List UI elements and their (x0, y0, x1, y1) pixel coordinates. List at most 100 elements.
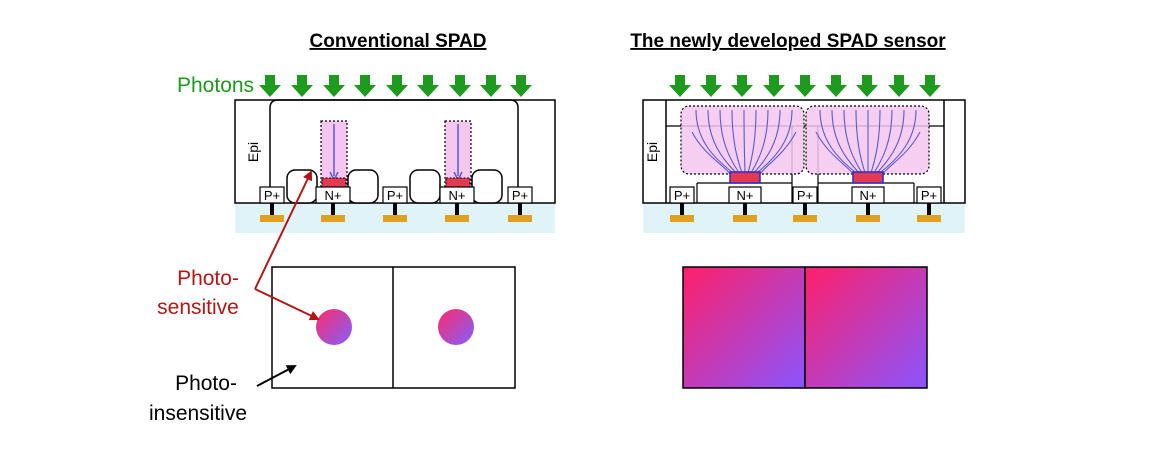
photon-arrow-icon (386, 75, 408, 97)
contact-post (455, 203, 459, 216)
photon-arrows-new (669, 75, 941, 97)
field-line (880, 109, 917, 173)
sensitive-arrow-to-column (254, 170, 313, 290)
p-plus-contact: P+ (921, 188, 937, 203)
photosensitive-dot-1 (316, 309, 352, 345)
epi-label: Epi (245, 142, 261, 162)
contact-post (270, 203, 274, 216)
field-line (855, 109, 866, 173)
n-plus-contact: N+ (325, 188, 342, 203)
photon-arrow-icon (763, 75, 785, 97)
field-line (815, 131, 854, 175)
contact-post (680, 203, 684, 216)
photosensitive-pixel-1 (682, 266, 806, 389)
photon-arrow-icon (449, 75, 471, 97)
field-line (719, 109, 739, 173)
sensitive-arrow-to-dot (254, 288, 320, 321)
field-line (819, 109, 856, 173)
n-plus-contact: N+ (449, 188, 466, 203)
photon-arrow-icon (323, 75, 345, 97)
photon-arrow-icon (669, 75, 691, 97)
insensitive-arrow (256, 365, 297, 387)
field-line (691, 131, 731, 175)
p-plus-contact: P+ (264, 188, 280, 203)
contact-post (927, 203, 931, 216)
multiplication-region (852, 171, 884, 184)
field-line (843, 109, 862, 173)
photon-arrow-icon (794, 75, 816, 97)
field-line (743, 109, 746, 173)
field-line (877, 109, 905, 173)
isolation-bump (286, 169, 318, 204)
new-sensor-cross-section: P+ N+ P+ N+ P+ Epi (642, 99, 966, 233)
field-line (751, 109, 769, 173)
p-plus-contact: P+ (512, 188, 528, 203)
p-plus-contact: P+ (797, 188, 813, 203)
multiplication-region (321, 177, 347, 188)
conventional-pixel-top-view (271, 266, 516, 389)
contact-post (866, 203, 870, 216)
contact-post (743, 203, 747, 216)
isolation-bump (471, 169, 503, 204)
field-line (882, 131, 921, 175)
electric-field-lines (691, 109, 921, 175)
p-plus-contact: P+ (674, 188, 690, 203)
metal-pad (793, 215, 817, 222)
new-pixel-top-view (682, 266, 928, 389)
field-line (874, 109, 893, 173)
photon-arrow-icon (291, 75, 313, 97)
photosensitive-pixel-2 (804, 266, 928, 389)
photon-arrow-icon (825, 75, 847, 97)
metal-contacts-new (670, 203, 941, 222)
p-plus-contact: P+ (387, 188, 403, 203)
photon-arrows-conventional (259, 75, 532, 97)
conventional-cross-section: P+ N+ P+ N+ P+ Epi (234, 99, 556, 233)
isolation-bump (347, 169, 379, 204)
field-line (831, 109, 859, 173)
metal-pad (321, 215, 345, 222)
contact-post (518, 203, 522, 216)
field-line (747, 109, 757, 173)
deep-well-outline (269, 99, 519, 203)
metal-contacts-conventional (260, 203, 532, 222)
photon-arrow-icon (354, 75, 376, 97)
isolation-bump (409, 169, 441, 204)
photon-arrow-icon (700, 75, 722, 97)
photon-arrow-icon (417, 75, 439, 97)
field-line (757, 109, 793, 173)
field-line (870, 109, 881, 173)
photon-arrow-icon (731, 75, 753, 97)
photon-arrow-icon (856, 75, 878, 97)
photo-insensitive-label-line2: insensitive (149, 402, 247, 425)
field-line (759, 131, 797, 175)
metal-pad (733, 215, 757, 222)
photon-arrow-icon (259, 75, 281, 97)
photon-arrow-icon (480, 75, 502, 97)
metal-pad (670, 215, 694, 222)
field-line (707, 109, 736, 173)
metal-pad (383, 215, 407, 222)
contact-post (331, 203, 335, 216)
photo-sensitive-label-line1: Photo- (177, 267, 239, 290)
metal-pad (917, 215, 941, 222)
conventional-spad-title: Conventional SPAD (310, 31, 487, 52)
photon-arrow-icon (919, 75, 941, 97)
photons-label: Photons (177, 74, 254, 97)
metal-pad (856, 215, 880, 222)
photo-insensitive-label-line1: Photo- (175, 372, 237, 395)
photosensitive-dot-2 (438, 309, 474, 345)
contact-post (393, 203, 397, 216)
field-line (731, 109, 743, 173)
metal-pad (508, 215, 532, 222)
new-spad-sensor-title: The newly developed SPAD sensor (630, 31, 946, 52)
multiplication-region (445, 177, 471, 188)
n-plus-contact: N+ (737, 188, 754, 203)
photon-arrow-icon (510, 75, 532, 97)
n-plus-contact: N+ (860, 188, 877, 203)
multiplication-region (729, 171, 761, 184)
epi-label: Epi (644, 142, 660, 162)
field-line (695, 109, 733, 173)
photo-sensitive-label-line2: sensitive (157, 296, 239, 319)
metal-pad (260, 215, 284, 222)
